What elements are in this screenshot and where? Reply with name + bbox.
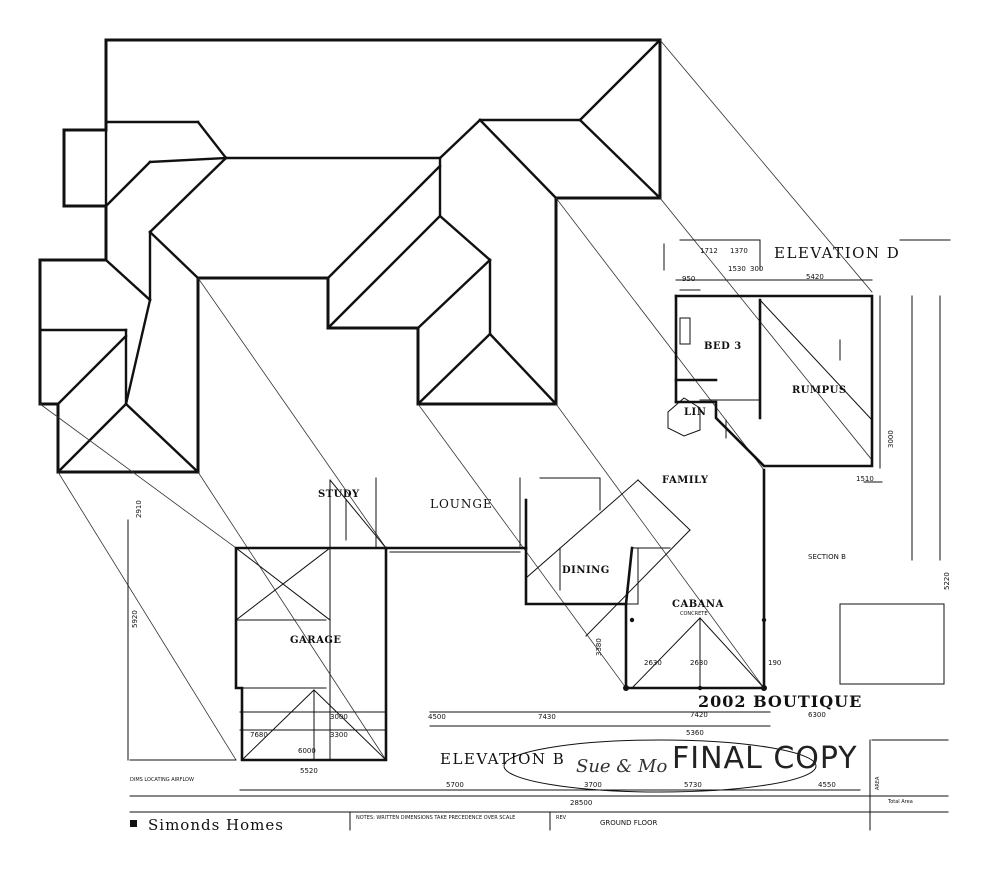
- dim-text: 5520: [300, 767, 318, 775]
- total-area-label: Total Area: [888, 799, 913, 805]
- dim-text: 3000: [330, 713, 348, 721]
- room-lin: LIN: [684, 407, 707, 418]
- dim-text: 950: [682, 275, 696, 283]
- title-block-lines: [129, 603, 949, 831]
- dim-text: 5420: [806, 273, 824, 281]
- dim-text: 300: [750, 265, 764, 273]
- room-bed3: BED 3: [704, 341, 742, 352]
- final-copy-stamp: FINAL COPY: [672, 741, 858, 776]
- room-cabana: CABANA: [672, 599, 724, 610]
- dim-text: 3300: [330, 731, 348, 739]
- dim-text: 7680: [250, 731, 268, 739]
- cabana-concrete: CONCRETE: [680, 611, 708, 617]
- dim-text: 5730: [684, 781, 702, 789]
- room-rumpus: RUMPUS: [792, 385, 847, 396]
- dim-text: 4550: [818, 781, 836, 789]
- column-dots: [623, 617, 767, 691]
- section-b-label: SECTION B: [808, 553, 846, 561]
- dim-text: 190: [768, 659, 782, 667]
- dim-text: 6300: [808, 711, 826, 719]
- footer-notes: NOTES: WRITTEN DIMENSIONS TAKE PRECEDENC…: [356, 815, 516, 821]
- sheet-title: GROUND FLOOR: [600, 819, 658, 827]
- dim-text: 3380: [595, 638, 603, 656]
- roof-hips: [38, 38, 662, 474]
- elevation-d-label: ELEVATION D: [774, 244, 901, 262]
- dim-text: 4500: [428, 713, 446, 721]
- area-label: AREA: [875, 776, 881, 790]
- room-lounge: LOUNGE: [430, 497, 493, 511]
- room-study: STUDY: [318, 489, 360, 500]
- dim-text: 1370: [730, 247, 748, 255]
- room-garage: GARAGE: [290, 635, 342, 646]
- bedroom-wing-walls: [674, 294, 874, 468]
- company-name: Simonds Homes: [148, 816, 284, 834]
- dim-text: 1530: [728, 265, 746, 273]
- dim-text: 2630: [644, 659, 662, 667]
- dim-text: 7420: [690, 711, 708, 719]
- main-house-details: [127, 477, 771, 761]
- plan-title: 2002 BOUTIQUE: [698, 692, 863, 711]
- dim-text: 2910: [135, 500, 143, 518]
- dim-text: 7430: [538, 713, 556, 721]
- dim-text: 28500: [570, 799, 593, 807]
- bedroom-wing-details: [663, 239, 951, 561]
- handwritten-signature: Sue & Mo: [576, 756, 668, 777]
- dim-text: 2630: [690, 659, 708, 667]
- projection-lines: [39, 39, 873, 761]
- room-family: FAMILY: [662, 475, 709, 486]
- dim-text: 5700: [446, 781, 464, 789]
- room-dining: DINING: [562, 565, 610, 576]
- footer-left-note: DIMS LOCATING AIRFLOW: [130, 777, 194, 783]
- dim-text: 1712: [700, 247, 718, 255]
- dim-text: 6000: [298, 747, 316, 755]
- dim-text: 3000: [887, 430, 895, 448]
- dim-text: 5360: [686, 729, 704, 737]
- dim-text: 1510: [856, 475, 874, 483]
- dim-text: 5920: [131, 610, 139, 628]
- elevation-b-label: ELEVATION B: [440, 750, 566, 768]
- dim-text: 3700: [584, 781, 602, 789]
- dim-text: 5220: [943, 572, 951, 590]
- footer-rev: REV: [556, 815, 567, 821]
- logo-mark: [130, 820, 137, 827]
